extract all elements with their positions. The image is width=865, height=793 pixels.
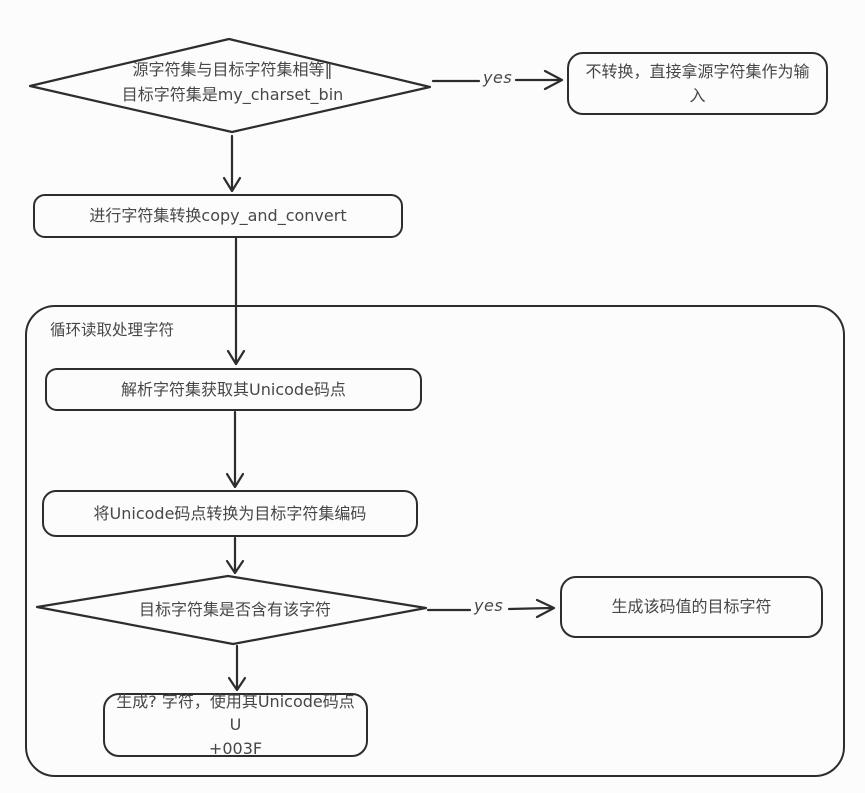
arrow-codepoint-to-decision: [225, 536, 245, 575]
node-emit-question-line2: +003F: [208, 738, 263, 758]
node-no-convert: 不转换，直接拿源字符集作为输入: [567, 52, 828, 115]
node-convert-codepoint: 将Unicode码点转换为目标字符集编码: [42, 490, 418, 537]
arrow-yes-top: [431, 69, 564, 91]
node-do-convert: 进行字符集转换copy_and_convert: [33, 194, 403, 238]
yes-bottom-label: yes: [474, 596, 504, 615]
node-emit-question-line1: 生成? 字符，使用其Unicode码点U: [116, 692, 355, 735]
node-no-convert-label: 不转换，直接拿源字符集作为输入: [585, 62, 810, 105]
node-emit-target-char-label: 生成该码值的目标字符: [611, 597, 772, 617]
arrow-yes-bottom: [426, 598, 556, 619]
arrow-parse-to-codepoint: [225, 410, 245, 489]
loop-group-label: 循环读取处理字符: [50, 321, 175, 339]
node-do-convert-label: 进行字符集转换copy_and_convert: [89, 206, 347, 226]
arrow-decision-to-question: [227, 644, 247, 692]
node-emit-target-char: 生成该码值的目标字符: [560, 576, 823, 638]
node-parse-codepoint-label: 解析字符集获取其Unicode码点: [121, 379, 346, 399]
yes-top-label: yes: [483, 68, 513, 87]
loop-group-container: [25, 305, 845, 777]
node-emit-question: 生成? 字符，使用其Unicode码点U +003F: [103, 692, 368, 758]
decision-contains-label: 目标字符集是否含有该字符: [138, 600, 331, 619]
arrow-convert-to-parse: [226, 236, 246, 366]
arrow-decision-to-convert: [222, 134, 242, 193]
node-convert-codepoint-label: 将Unicode码点转换为目标字符集编码: [93, 503, 367, 523]
decision-equal-line2: 目标字符集是my_charset_bin: [121, 84, 344, 104]
decision-equal-line1: 源字符集与目标字符集相等‖: [132, 60, 333, 79]
decision-equal-label: 源字符集与目标字符集相等‖ 目标字符集是my_charset_bin: [70, 58, 395, 108]
decision-contains-diamond: [35, 574, 428, 646]
node-parse-codepoint: 解析字符集获取其Unicode码点: [45, 368, 422, 411]
decision-equal-diamond: [28, 37, 432, 134]
